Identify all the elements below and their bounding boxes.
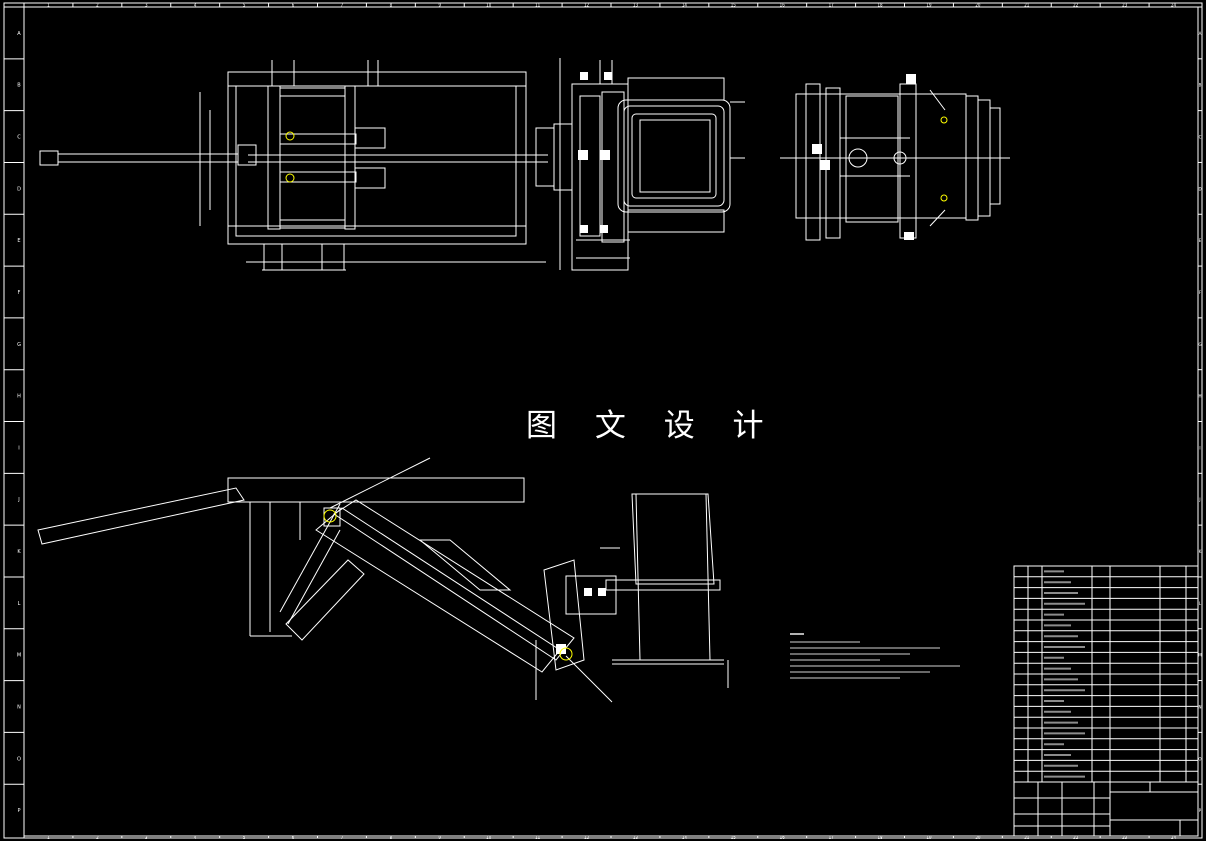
grid-label: 9	[439, 3, 442, 8]
grid-label: E	[17, 238, 20, 244]
grid-label: 11	[535, 3, 541, 8]
grid-label: 13	[633, 835, 639, 840]
grid-label: 24	[1171, 835, 1177, 840]
grid-label: 4	[194, 3, 197, 8]
grid-label: 20	[975, 3, 981, 8]
grid-label: 7	[341, 3, 344, 8]
grid-label: M	[1198, 653, 1202, 658]
grid-label: 22	[1073, 3, 1079, 8]
side-view-right	[780, 83, 1010, 241]
grid-label: 14	[682, 835, 688, 840]
grid-label: K	[1199, 549, 1202, 554]
grid-label: K	[17, 549, 21, 555]
grid-label: 12	[584, 3, 590, 8]
grid-label: 17	[829, 835, 835, 840]
grid-label: 5	[243, 3, 246, 8]
grid-label: D	[17, 186, 21, 192]
grid-label: 6	[292, 835, 295, 840]
grid-label: B	[17, 83, 21, 89]
grid-label: O	[1198, 756, 1201, 761]
grid-label: 21	[1024, 3, 1030, 8]
grid-label: N	[1199, 704, 1202, 709]
parts-list-table	[1013, 565, 1199, 783]
grid-label: 6	[292, 3, 295, 8]
grid-label: F	[18, 290, 21, 296]
grid-label: H	[17, 394, 21, 400]
grid-label: A	[17, 31, 21, 37]
grid-label: 21	[1024, 835, 1030, 840]
technical-notes	[790, 633, 960, 679]
grid-label: 1	[47, 835, 50, 840]
grid-label: G	[17, 342, 21, 348]
grid-label: J	[17, 497, 19, 503]
grid-label: P	[17, 808, 20, 814]
grid-label: I	[1199, 445, 1200, 450]
grid-label: F	[1199, 290, 1202, 295]
grid-label: P	[1199, 808, 1202, 813]
grid-label: 15	[731, 3, 737, 8]
grid-label: 7	[341, 835, 344, 840]
grid-label: A	[1199, 31, 1202, 36]
grid-label: I	[18, 445, 19, 451]
grid-label: 8	[390, 3, 393, 8]
grid-label: 12	[584, 835, 590, 840]
watermark-text: 图 文 设 计	[526, 408, 778, 444]
grid-label: 22	[1073, 835, 1079, 840]
grid-label: 2	[96, 3, 99, 8]
elevation-view-bottom	[37, 457, 729, 703]
plan-view-left	[39, 60, 573, 271]
grid-label: 10	[486, 3, 492, 8]
grid-label: 24	[1171, 3, 1177, 8]
grid-label: 16	[780, 3, 786, 8]
grid-label: L	[1199, 601, 1202, 606]
grid-label: 5	[243, 835, 246, 840]
grid-label: 23	[1122, 835, 1128, 840]
grid-label: 16	[780, 835, 786, 840]
front-view-middle	[559, 58, 745, 271]
grid-labels-left: A B C D E F G H I J K L M N O P	[4, 6, 24, 814]
grid-label: 14	[682, 3, 688, 8]
grid-label: B	[1199, 83, 1202, 88]
grid-label: 20	[975, 835, 981, 840]
grid-label: 3	[145, 3, 148, 8]
grid-label: M	[17, 653, 21, 659]
grid-label: 15	[731, 835, 737, 840]
grid-label: 1	[47, 3, 50, 8]
title-block	[1013, 781, 1199, 837]
grid-labels-right: A B C D E F G H I J K L M N O P	[1198, 6, 1202, 813]
grid-label: 9	[439, 835, 442, 840]
grid-label: 2	[96, 835, 99, 840]
grid-label: E	[1199, 238, 1202, 243]
grid-label: C	[1199, 135, 1202, 140]
grid-label: L	[18, 601, 21, 607]
grid-label: D	[1198, 186, 1201, 191]
grid-label: O	[17, 756, 21, 762]
grid-label: 13	[633, 3, 639, 8]
grid-label: 18	[877, 835, 883, 840]
grid-label: 3	[145, 835, 148, 840]
grid-label: 17	[829, 3, 835, 8]
grid-label: 18	[877, 3, 883, 8]
grid-label: C	[17, 135, 21, 141]
grid-label: 23	[1122, 3, 1128, 8]
grid-label: 10	[486, 835, 492, 840]
grid-label: N	[17, 704, 21, 710]
grid-label: 19	[926, 3, 932, 8]
grid-label: 4	[194, 835, 197, 840]
grid-label: 11	[535, 835, 541, 840]
grid-label: 8	[390, 835, 393, 840]
grid-label: 19	[926, 835, 932, 840]
grid-label: H	[1198, 394, 1201, 399]
grid-label: J	[1198, 497, 1200, 502]
grid-label: G	[1198, 342, 1201, 347]
